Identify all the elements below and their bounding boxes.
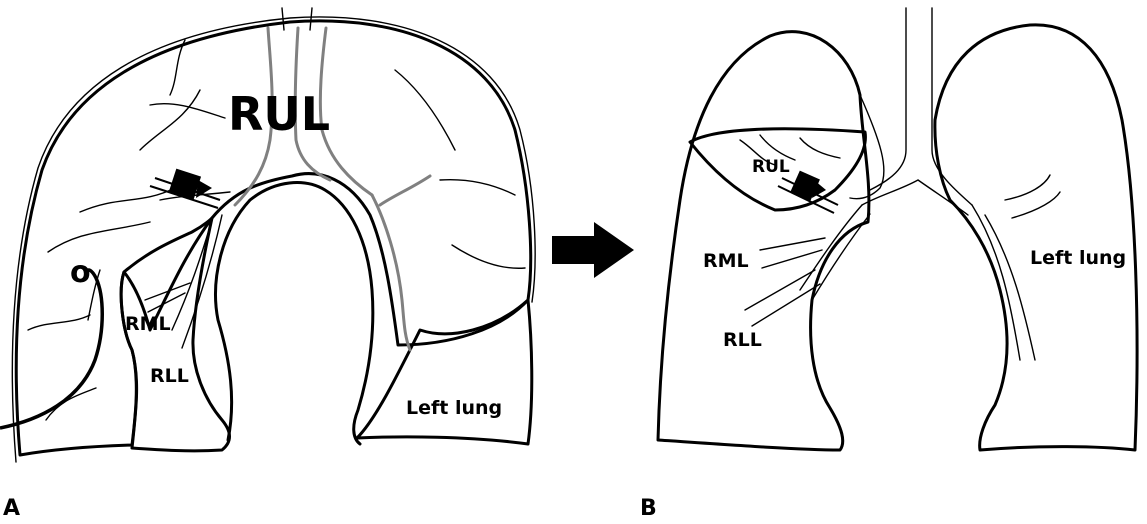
panel-a-airway-grey-4 [372, 195, 410, 350]
panel-a-o-marker: o [70, 255, 91, 290]
panel-b-letter: B [640, 496, 657, 520]
panel-a-rul-label: RUL [228, 87, 330, 141]
panel-b-rll-bronchus-1 [745, 270, 815, 310]
panel-a-inner-arch [216, 183, 373, 444]
panel-b-right-main-bronchus-2 [812, 214, 870, 300]
panel-b-rml-bronchus-2 [762, 250, 822, 268]
panel-b-right-main-bronchus [800, 205, 862, 290]
panel-a-fissure-8 [452, 245, 525, 268]
panel-a-left-lung-label: Left lung [406, 397, 502, 419]
panel-b-left-main-bronchus [972, 205, 1020, 360]
panel-a-outer-contour [12, 17, 535, 462]
panel-b-left-upper-branch-1 [1005, 175, 1050, 200]
panel-a-rml-label: RML [125, 313, 171, 335]
panel-b-rml-bronchus-1 [760, 238, 825, 250]
panel-b-rll-label: RLL [723, 329, 762, 351]
panel-a-fissure-6 [395, 70, 455, 150]
panel-b-left-main-bronchus-2 [985, 215, 1035, 360]
transition-arrow-icon [552, 222, 634, 278]
panel-b-rul-label: RUL [752, 157, 790, 177]
panel-b-right-lung [658, 32, 869, 450]
panel-b: RUL RML RLL Left lung B [640, 8, 1137, 520]
panel-a-fissure-5 [150, 104, 225, 118]
panel-a: o RUL RML RLL Left lung A [0, 8, 535, 520]
panel-a-airway-grey-5 [380, 176, 430, 205]
panel-a-trachea-right [310, 8, 312, 30]
panel-a-fissure-9 [28, 315, 90, 330]
panel-a-rll-label: RLL [150, 365, 189, 387]
panel-a-letter: A [3, 496, 20, 520]
panel-b-rml-label: RML [703, 250, 749, 272]
panel-a-fissure-1 [48, 222, 150, 252]
panel-b-trachea-left [870, 8, 906, 190]
panel-a-left-lung [357, 300, 532, 444]
panel-a-valve-icon [150, 169, 220, 208]
panel-a-fissure-7 [440, 180, 515, 195]
panel-a-fissure-3 [140, 90, 200, 150]
panel-b-rul-vein-3 [800, 138, 840, 158]
panel-b-left-lung-label: Left lung [1030, 247, 1126, 269]
panel-a-trachea-left [282, 8, 284, 30]
panel-b-left-lung [935, 25, 1137, 450]
